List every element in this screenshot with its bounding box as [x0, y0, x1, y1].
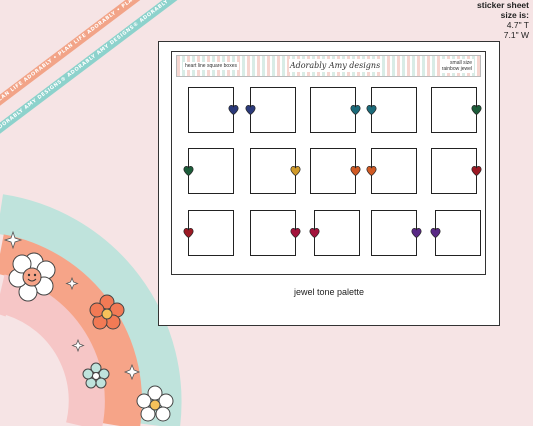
spec-height: 4.7" T — [506, 20, 529, 30]
sheet-header-right: small size rainbow jewel — [439, 59, 474, 73]
mint-flower-icon — [82, 362, 110, 389]
sheet-theme-label: rainbow jewel — [441, 66, 472, 72]
heart-icon — [366, 105, 377, 116]
heart-icon — [183, 228, 194, 239]
rainbow-band-mint — [0, 194, 182, 426]
orange-flower-icon — [89, 294, 125, 330]
heart-icon — [309, 228, 320, 239]
sticker-sheet-inner: heart line square boxes Adorably Amy des… — [171, 51, 486, 275]
sticker-box — [371, 210, 417, 256]
sheet-size-label: small size — [450, 60, 472, 66]
smiley-flower-icon — [8, 252, 56, 302]
heart-icon — [430, 228, 441, 239]
size-spec: sticker sheet size is: 4.7" T 7.1" W — [477, 0, 529, 40]
heart-icon — [290, 228, 301, 239]
brand-logo: Adorably Amy designs — [289, 59, 381, 72]
heart-icon — [245, 105, 256, 116]
sticker-box — [371, 148, 417, 194]
sticker-box — [250, 87, 296, 133]
rainbow-band-pink — [0, 274, 105, 426]
heart-icon — [290, 166, 301, 177]
daisy-flower-icon — [136, 385, 174, 422]
heart-icon — [183, 166, 194, 177]
sticker-box — [371, 87, 417, 133]
sheet-header-left: heart line square boxes — [183, 62, 239, 70]
sticker-box — [431, 87, 477, 133]
sticker-box — [188, 210, 234, 256]
sticker-box — [188, 87, 234, 133]
sticker-box — [431, 148, 477, 194]
sticker-box — [188, 148, 234, 194]
heart-icon — [350, 105, 361, 116]
sparkle-icon — [3, 230, 141, 381]
spec-width: 7.1" W — [503, 30, 529, 40]
sticker-box — [250, 210, 296, 256]
sheet-header-strip: heart line square boxes Adorably Amy des… — [176, 55, 481, 77]
heart-icon — [366, 166, 377, 177]
heart-icon — [228, 105, 239, 116]
spec-subtitle: size is: — [500, 10, 529, 20]
heart-icon — [471, 166, 482, 177]
heart-icon — [350, 166, 361, 177]
palette-caption: jewel tone palette — [293, 287, 365, 297]
sticker-box — [314, 210, 360, 256]
spec-title: sticker sheet — [477, 0, 529, 10]
sticker-sheet: heart line square boxes Adorably Amy des… — [158, 41, 500, 326]
sticker-box — [310, 148, 356, 194]
heart-icon — [471, 105, 482, 116]
heart-icon — [411, 228, 422, 239]
sticker-box — [435, 210, 481, 256]
